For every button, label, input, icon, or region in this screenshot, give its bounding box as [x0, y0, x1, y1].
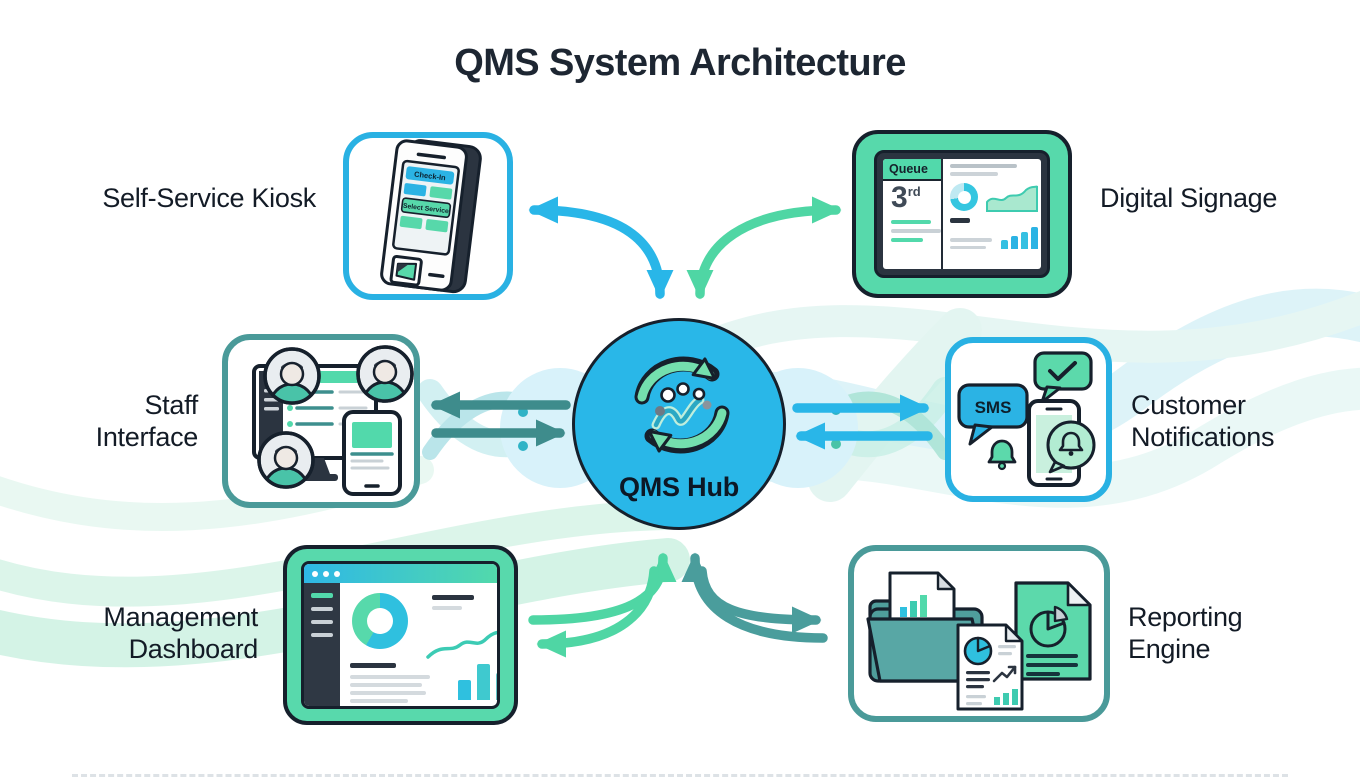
stats-document-icon — [956, 623, 1024, 711]
kiosk-icon: Check-In Select Service — [380, 139, 482, 294]
arrow-hub-signage — [686, 196, 842, 300]
sms-bubble-icon: SMS — [957, 383, 1029, 446]
qms-hub: QMS Hub — [572, 318, 786, 530]
checkin-button — [405, 166, 455, 185]
bell-icon — [987, 439, 1017, 471]
staff-icon — [252, 345, 414, 496]
bell-badge-icon — [1046, 420, 1096, 474]
arrow-hub-to-dashboard — [536, 566, 659, 658]
sms-label: SMS — [975, 398, 1012, 417]
notifications-icon: SMS — [957, 351, 1096, 487]
page-title: QMS System Architecture — [454, 42, 906, 84]
signage-bar-chart — [1001, 227, 1038, 249]
stats-panel — [943, 159, 1041, 269]
checkin-label: Check-In — [414, 170, 447, 183]
signage-screen-bezel: Queue 3rd — [874, 150, 1050, 278]
bottom-dashed-divider — [72, 774, 1288, 777]
dashboard-sidebar — [304, 583, 340, 706]
queue-position: 3rd — [891, 181, 921, 214]
signage-area-chart — [986, 185, 1038, 212]
dashboard-donut-chart — [352, 593, 408, 649]
arrow-reporting-to-hub — [681, 552, 828, 643]
tablet-icon — [342, 410, 402, 496]
reporting-label: Reporting Engine — [1128, 602, 1243, 664]
kiosk-label: Self-Service Kiosk — [102, 183, 316, 213]
sync-arrows-icon — [634, 356, 730, 454]
notifications-label: Customer Notifications — [1131, 390, 1275, 452]
reporting-icon — [866, 571, 1092, 711]
signage-label: Digital Signage — [1100, 183, 1278, 213]
staff-avatar — [263, 347, 321, 405]
arrow-dashboard-to-hub — [528, 552, 677, 625]
signage-donut-chart — [950, 183, 978, 211]
queue-header: Queue — [883, 159, 941, 181]
staff-avatar — [257, 431, 315, 489]
dashboard-label: Management Dashboard — [103, 602, 258, 664]
dashboard-window — [301, 561, 500, 709]
staff-label: Staff Interface — [95, 390, 199, 452]
reporting-card — [848, 545, 1110, 722]
check-bubble-icon — [1033, 351, 1093, 404]
kiosk-card: Check-In Select Service — [343, 132, 513, 300]
notifications-card: SMS — [945, 337, 1112, 502]
arrow-hub-kiosk — [528, 196, 674, 300]
queue-panel: Queue 3rd — [883, 159, 943, 269]
dashboard-bar-chart — [458, 654, 497, 700]
hub-label: QMS Hub — [618, 472, 740, 502]
arrow-hub-to-reporting — [697, 566, 822, 634]
dashboard-card — [283, 545, 518, 725]
dashboard-titlebar — [304, 564, 497, 583]
staff-avatar — [356, 345, 414, 403]
signage-card: Queue 3rd — [852, 130, 1072, 298]
select-service-button — [400, 197, 452, 219]
signage-screen: Queue 3rd — [883, 159, 1041, 269]
staff-card — [222, 334, 420, 508]
green-report-icon — [1014, 581, 1092, 681]
